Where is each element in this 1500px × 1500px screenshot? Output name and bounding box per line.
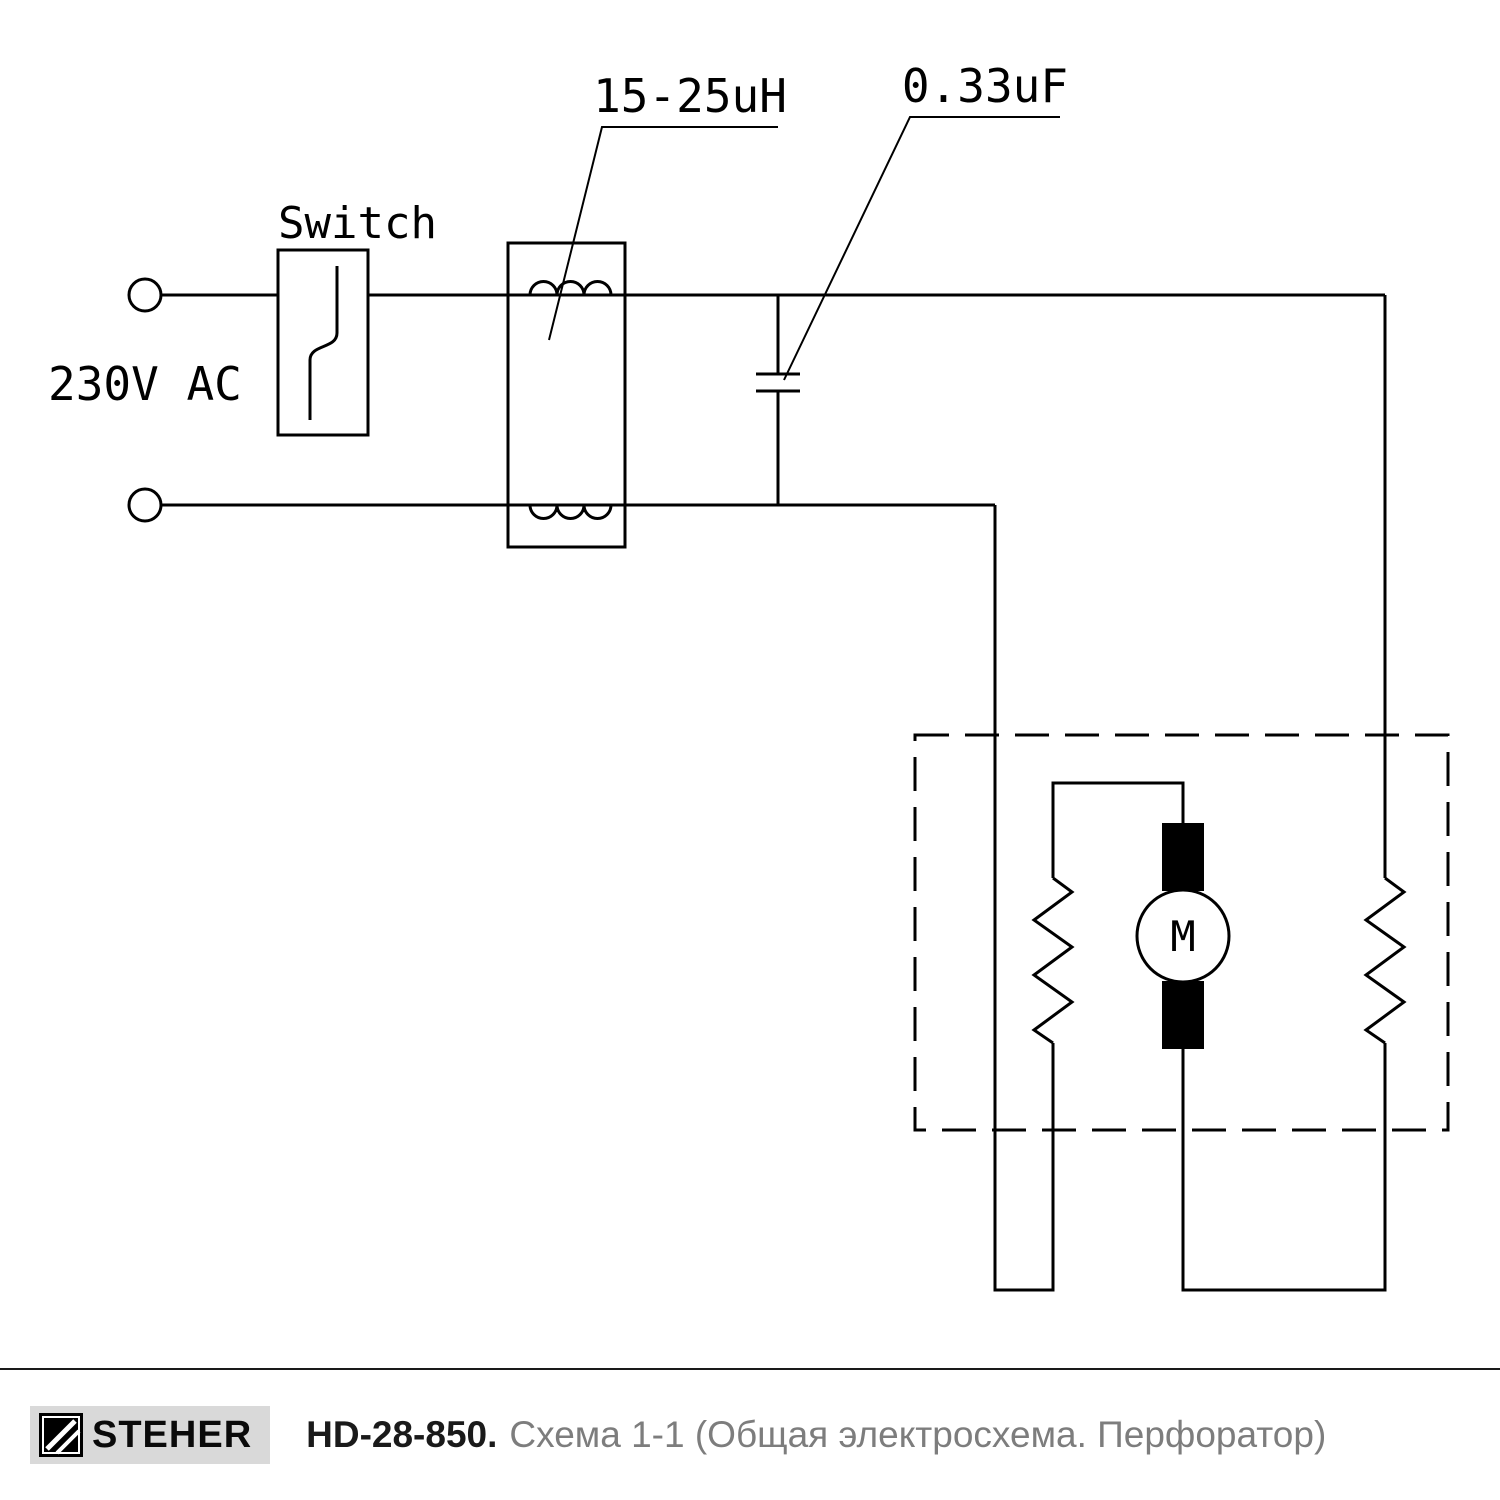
capacitor-value-label: 0.33uF (902, 59, 1068, 113)
model-number: HD-28-850. (306, 1414, 498, 1455)
motor-unit: M (913, 733, 1450, 1132)
wire-motor-to-winding-right (1181, 1043, 1387, 1292)
schematic-canvas: 230V AC Switch 15-25uH 0.33uF (48, 59, 1450, 1292)
line-filter-inductor (506, 241, 627, 549)
inductor-body (506, 241, 627, 549)
wire-return-left (993, 505, 1055, 1292)
switch-symbol-icon (308, 266, 339, 420)
inductor-leader-line (548, 126, 778, 341)
motor-circle-icon (1135, 888, 1231, 984)
supply-terminals: 230V AC (48, 277, 242, 523)
caption-text: Схема 1-1 (Общая электросхема. Перфорато… (509, 1414, 1327, 1455)
brand-logo: STEHER (30, 1406, 271, 1464)
motor-enclosure-outline (913, 733, 1450, 1132)
inductor-value-label: 15-25uH (593, 69, 787, 123)
circuit-schematic: 230V AC Switch 15-25uH 0.33uF (48, 59, 1450, 1292)
wire-winding-to-motor-top (1051, 781, 1185, 878)
switch-component: Switch (276, 198, 437, 437)
motor-brush-bottom-icon (1162, 981, 1204, 1049)
inductor-coil-bottom-icon (528, 504, 613, 520)
terminal-bottom-icon (127, 487, 163, 523)
footer-bar: STEHER HD-28-850. Схема 1-1 (Общая электр… (0, 1368, 1500, 1500)
field-winding-right-icon (1363, 876, 1407, 1045)
terminal-top-icon (127, 277, 163, 313)
field-winding-left-icon (1031, 876, 1075, 1045)
switch-body (276, 248, 370, 437)
motor-letter: M (1170, 912, 1195, 961)
circuit-wiring (161, 293, 1387, 1292)
motor-symbol: M (1135, 823, 1231, 1049)
capacitor-callout: 0.33uF (783, 59, 1068, 381)
motor-brush-top-icon (1162, 823, 1204, 891)
capacitor-component (756, 295, 800, 505)
inductor-coil-top-icon (528, 280, 613, 296)
brand-name: STEHER (92, 1413, 253, 1456)
switch-label: Switch (278, 198, 437, 249)
capacitor-leader-line (783, 116, 1060, 381)
supply-voltage-label: 230V AC (48, 357, 242, 411)
steher-logo-icon (39, 1413, 83, 1457)
inductor-callout: 15-25uH (548, 69, 787, 341)
schematic-caption: HD-28-850. Схема 1-1 (Общая электросхема.… (306, 1414, 1326, 1456)
